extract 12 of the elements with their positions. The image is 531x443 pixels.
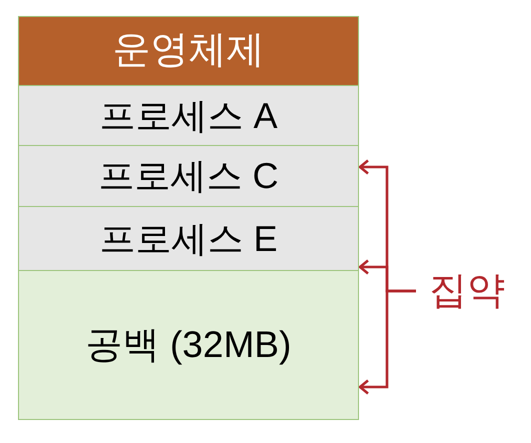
memory-block (18, 145, 359, 206)
block-label: 프로세스 A (99, 96, 278, 136)
arrow (358, 290, 416, 395)
memory-block (18, 85, 359, 145)
block-label: 프로세스 E (99, 218, 278, 258)
memory-block (18, 270, 359, 420)
block-label: 운영체제 (112, 30, 264, 72)
compaction-label: 집약 (429, 271, 505, 313)
block-label: 공백 (32MB) (86, 324, 292, 366)
header-bar (18, 16, 359, 85)
block-label: 프로세스 C (98, 156, 278, 196)
memory-block (18, 206, 359, 270)
